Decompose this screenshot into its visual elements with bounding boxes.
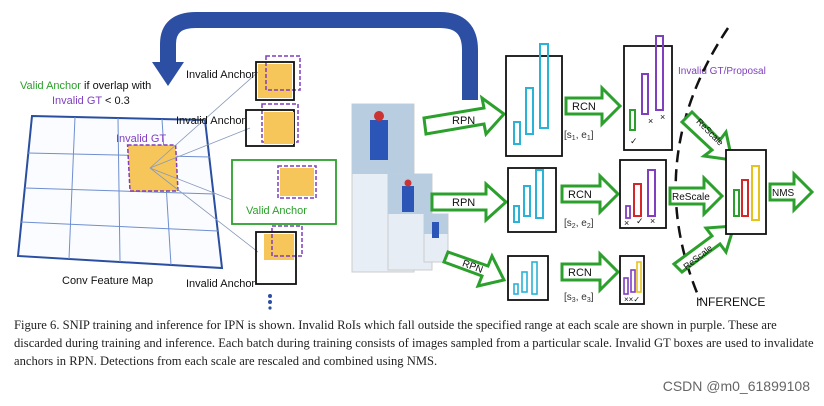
inference-label: INFERENCE	[696, 295, 765, 309]
scale-range-2: [s2, e2]	[564, 218, 594, 230]
rescale-arrow-2	[668, 174, 725, 218]
combined-panel	[725, 149, 767, 235]
feedback-curved-arrow	[160, 12, 478, 100]
rpn-arrow-2	[430, 180, 509, 224]
watermark: CSDN @m0_61899108	[662, 378, 810, 394]
detection-panel-2: × ✓ ×	[619, 159, 667, 229]
valid-anchor	[231, 159, 337, 225]
rcn-arrow-1	[564, 84, 623, 128]
proposal-panel-1	[505, 43, 563, 157]
rpn-arrow-1	[422, 94, 507, 138]
rpn-label-2: RPN	[452, 197, 475, 209]
rescale-label-2: ReScale	[672, 192, 710, 203]
invalid-anchor-3	[255, 225, 303, 285]
nms-arrow	[768, 170, 815, 214]
svg-text:✓: ✓	[630, 136, 638, 146]
svg-text:✓: ✓	[636, 216, 644, 226]
rcn-label-3: RCN	[568, 267, 592, 279]
rcn-arrow-2	[560, 172, 621, 216]
feedback-arrow-head	[152, 62, 184, 86]
proposal-panel-3	[507, 255, 549, 301]
invalid-anchor-label-3: Invalid Anchor	[186, 278, 255, 290]
invalid-anchor-1	[255, 55, 301, 101]
invalid-anchor-2	[245, 103, 299, 147]
svg-text:×: ×	[648, 116, 653, 126]
rescale-arrow-3	[671, 224, 737, 274]
invalid-anchor-label-1: Invalid Anchor	[186, 69, 255, 81]
valid-anchor-note-line2: Invalid GT < 0.3	[52, 95, 130, 107]
snip-figure: Valid Anchor if overlap with Invalid GT …	[16, 12, 815, 310]
svg-text:×: ×	[660, 112, 665, 122]
rcn-arrow-3	[560, 250, 621, 294]
rpn-label-1: RPN	[452, 115, 475, 127]
proposal-panel-2	[507, 167, 557, 233]
conv-feature-map	[16, 71, 259, 270]
detection-panel-1: × × ✓	[623, 35, 673, 151]
valid-anchor-label: Valid Anchor	[246, 205, 307, 217]
invalid-proposal-label: Invalid GT/Proposal	[678, 66, 766, 77]
figure-caption: Figure 6. SNIP training and inference fo…	[14, 318, 814, 368]
invalid-anchor-label-2: Invalid Anchor	[176, 115, 245, 127]
scale-range-3: [s3, e3]	[564, 292, 594, 304]
svg-text:×: ×	[650, 216, 655, 226]
nms-label: NMS	[772, 188, 795, 199]
scale-range-1: [s1, e1]	[564, 130, 594, 142]
image-pyramid	[351, 103, 449, 273]
rcn-label-1: RCN	[572, 101, 596, 113]
svg-text:××✓: ××✓	[624, 295, 640, 304]
invalid-gt-label: Invalid GT	[116, 133, 166, 145]
more-anchors-ellipsis	[268, 294, 272, 310]
rpn-arrow-3	[442, 250, 507, 289]
feature-map-label: Conv Feature Map	[62, 275, 153, 287]
rescale-arrow-1	[679, 109, 734, 162]
rcn-label-2: RCN	[568, 189, 592, 201]
valid-anchor-note-line1: Valid Anchor if overlap with	[20, 80, 151, 92]
svg-text:×: ×	[624, 218, 629, 228]
detection-panel-3: ××✓	[619, 255, 645, 305]
